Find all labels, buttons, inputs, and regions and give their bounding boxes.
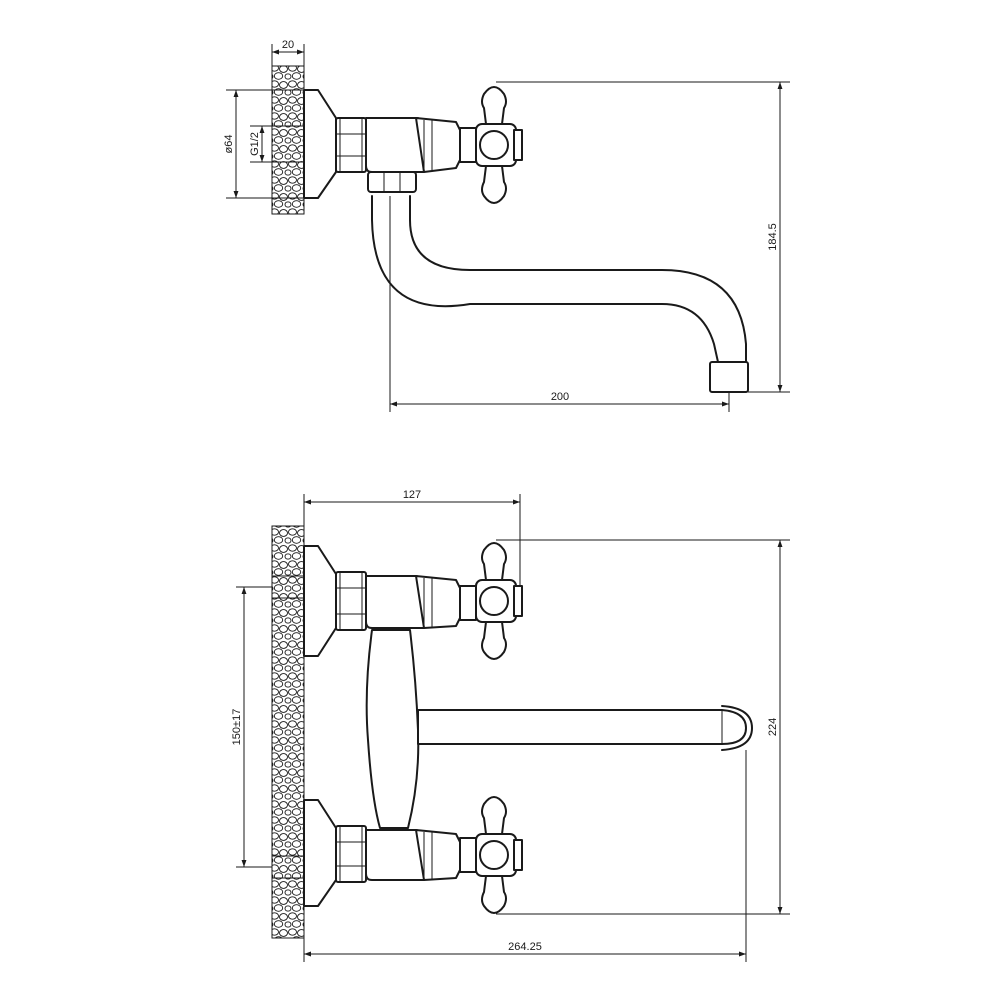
top-view: 127 150±17 224 264.25: [231, 489, 790, 962]
cross-handle-side: [475, 86, 523, 204]
dim-body-depth: 127: [403, 489, 421, 501]
cross-handle-lower: [475, 796, 523, 914]
side-view: 20 ø64 G1/2 184.5 200: [223, 39, 790, 412]
dim-top-height: 224: [767, 718, 779, 736]
spout-side: [371, 195, 719, 363]
dim-side-height: 184.5: [767, 223, 779, 251]
dim-spout-reach: 200: [551, 391, 569, 403]
valve-body-lower: [365, 829, 425, 881]
wall-flange-side: [303, 89, 337, 199]
dim-wall-thickness: 20: [282, 39, 294, 51]
aerator-side: [709, 361, 749, 393]
wall-section-top: [271, 525, 305, 939]
wall-flange-upper: [303, 545, 337, 657]
dim-thread-size: G1/2: [249, 132, 261, 156]
dim-center-distance: 150±17: [231, 709, 243, 746]
valve-body-upper: [365, 575, 425, 629]
dim-overall-length: 264.25: [508, 941, 542, 953]
mixer-body-top: [365, 629, 420, 829]
cross-handle-upper: [475, 542, 523, 660]
wall-section-side: [271, 65, 305, 215]
valve-body-side: [365, 117, 425, 173]
dim-flange-diameter: ø64: [223, 135, 235, 154]
spout-top: [417, 709, 747, 745]
spout-nut-side: [367, 171, 417, 193]
wall-flange-lower: [303, 799, 337, 907]
